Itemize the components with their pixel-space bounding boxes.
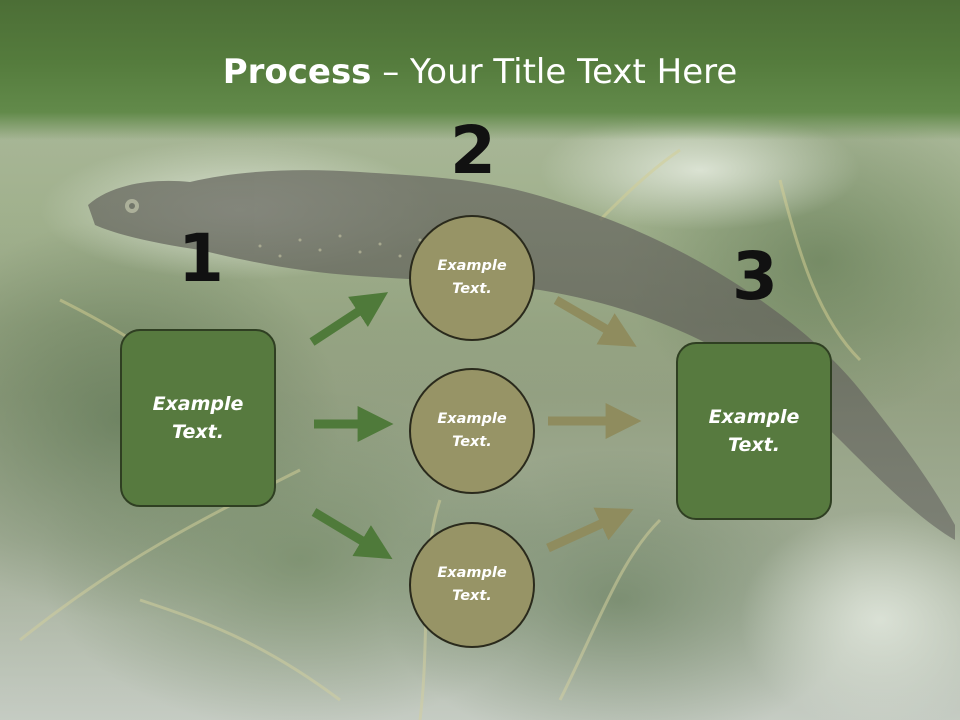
circle-middle-line1: Example <box>437 410 507 427</box>
step-3-label-line1: Example <box>708 405 800 428</box>
circle-bottom-line1: Example <box>437 564 507 581</box>
arrow-bottom-to-step3 <box>546 507 634 553</box>
circle-bottom-label: Example Text. <box>424 562 520 608</box>
arrow-step1-to-top <box>309 292 389 346</box>
step-3-box[interactable]: Example Text. <box>676 342 832 520</box>
title-bold: Process <box>222 52 372 92</box>
step-1-label: Example Text. <box>138 390 258 447</box>
step-number-2: 2 <box>450 112 496 189</box>
step-1-label-line1: Example <box>152 392 244 415</box>
step-1-box[interactable]: Example Text. <box>120 329 276 507</box>
step-3-label: Example Text. <box>694 403 814 460</box>
slide-title: Process – Your Title Text Here <box>0 52 960 92</box>
circle-bottom[interactable]: Example Text. <box>409 522 535 648</box>
step-1-label-line2: Text. <box>172 421 224 443</box>
arrow-top-to-step3 <box>553 296 637 347</box>
circle-middle-line2: Text. <box>452 434 492 450</box>
circle-top-line2: Text. <box>452 281 492 297</box>
title-bar <box>0 0 960 140</box>
title-rest: – Your Title Text Here <box>371 52 738 92</box>
circle-top[interactable]: Example Text. <box>409 215 535 341</box>
step-number-3: 3 <box>732 238 778 315</box>
circle-middle[interactable]: Example Text. <box>409 368 535 494</box>
circle-top-label: Example Text. <box>424 255 520 301</box>
circle-middle-label: Example Text. <box>424 408 520 454</box>
arrow-step1-to-bottom <box>311 508 393 560</box>
step-number-1: 1 <box>178 220 224 297</box>
circle-top-line1: Example <box>437 257 507 274</box>
step-3-label-line2: Text. <box>728 434 780 456</box>
circle-bottom-line2: Text. <box>452 588 492 604</box>
